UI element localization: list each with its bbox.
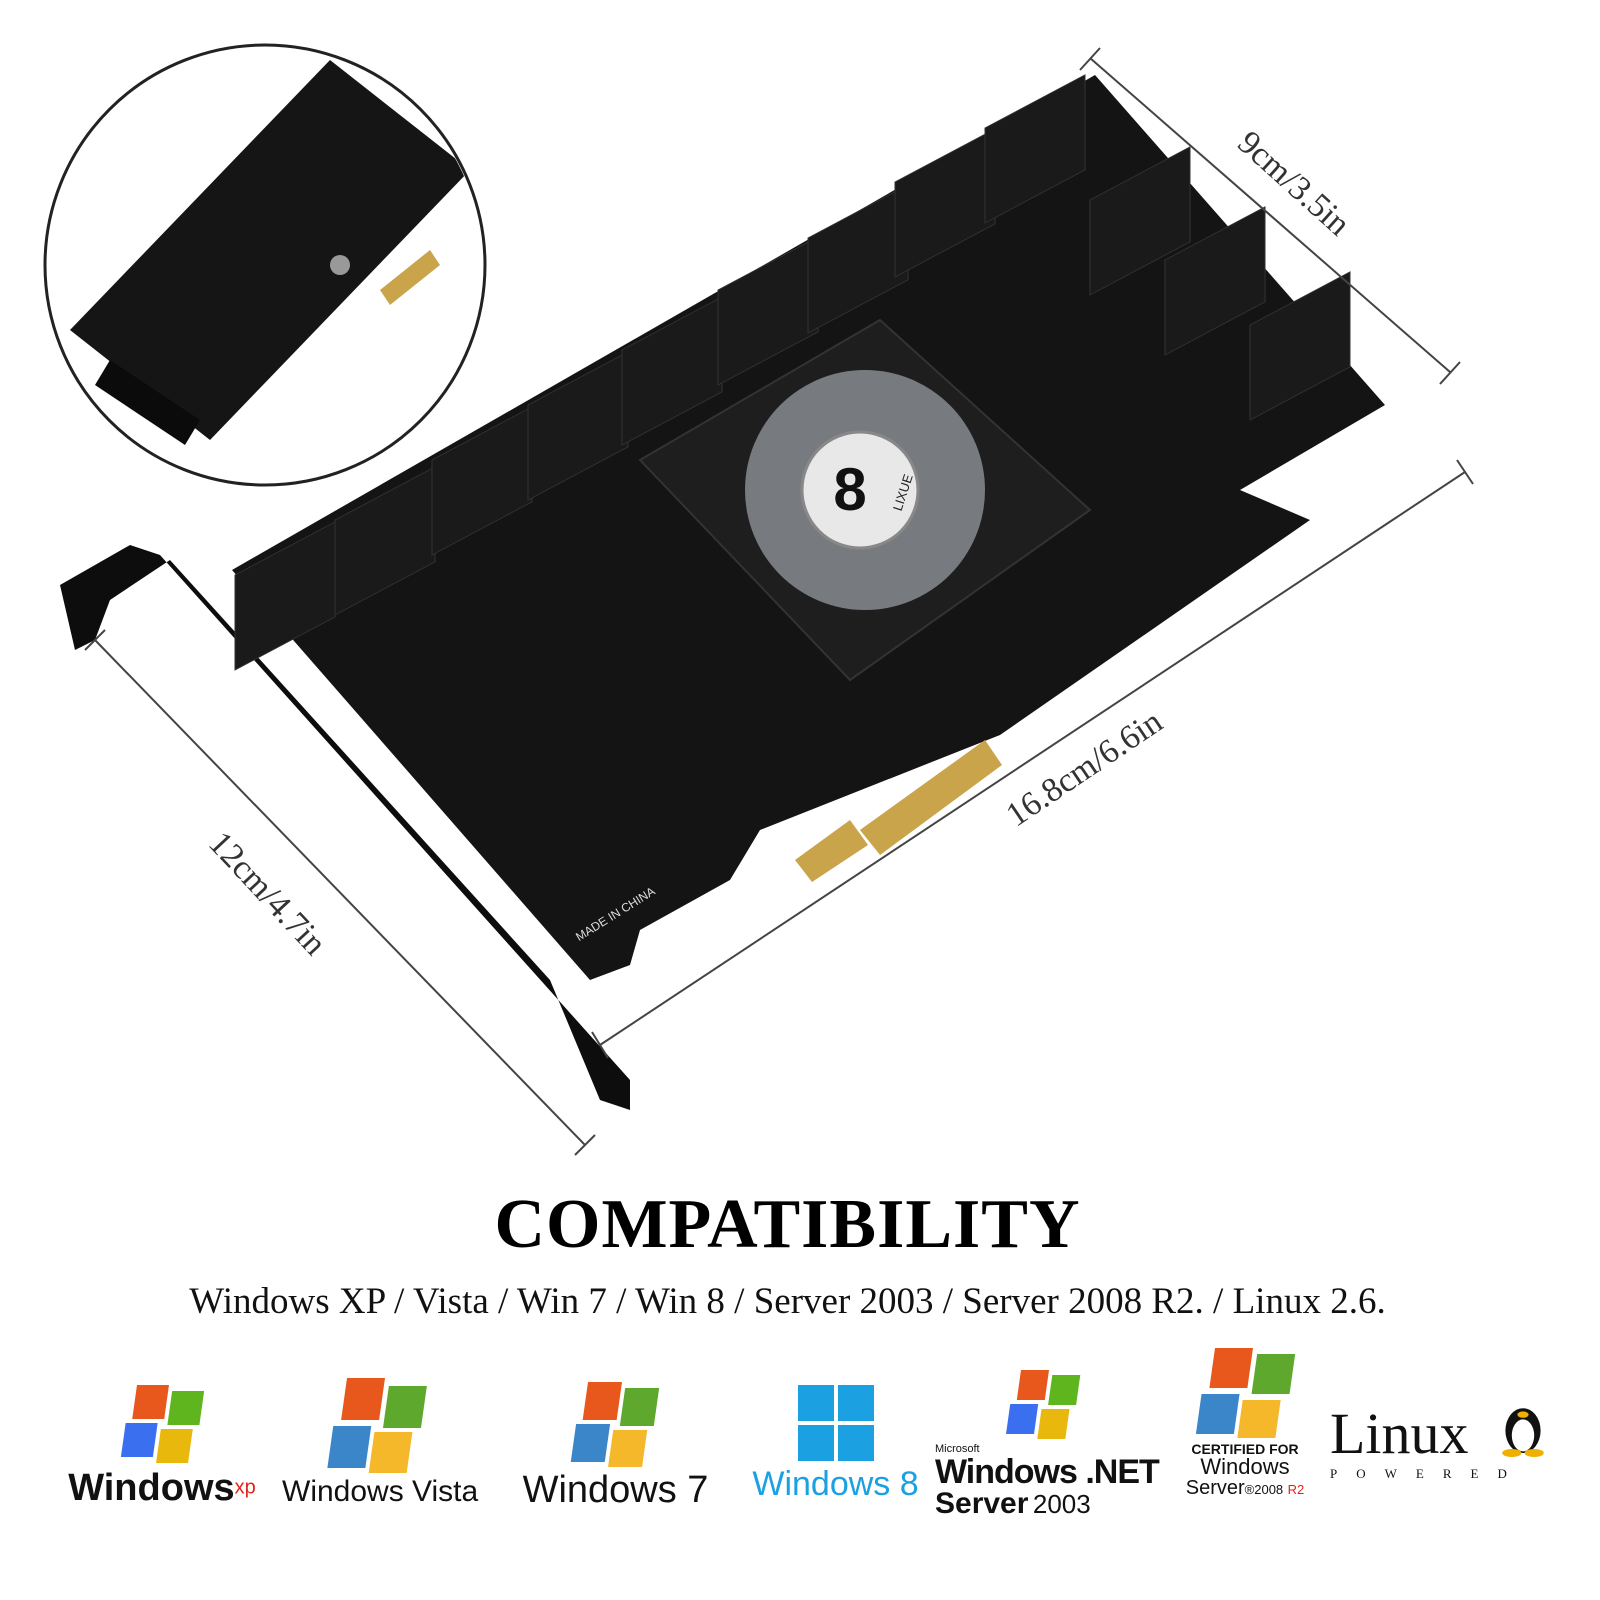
tux-penguin-icon (1502, 1408, 1544, 1457)
windows-8-text: Windows 8 (752, 1465, 919, 1503)
gold-finger-connector (860, 740, 1002, 855)
windows-server-2008-flag-icon (1195, 1348, 1296, 1438)
logo-windows-vista: Windows Vista (282, 1378, 478, 1507)
dimension-lines (84, 47, 1474, 1156)
sata-connector[interactable] (1089, 146, 1191, 296)
compatibility-title: COMPATIBILITY (494, 1186, 1081, 1263)
powered-text: POWERED (1330, 1466, 1526, 1481)
logo-windows-server-2008-r2: CERTIFIED FOR Windows Server®2008 R2 (1170, 1348, 1320, 1498)
windows-xp-flag-icon (120, 1385, 205, 1463)
logo-windows-server-2003: Microsoft Windows .NET Server 2003 (935, 1370, 1160, 1520)
windows-text: Windows (1200, 1454, 1290, 1479)
sata-connector[interactable] (984, 74, 1086, 224)
certified-for-text: CERTIFIED FOR (1191, 1441, 1299, 1457)
microsoft-text: Microsoft (935, 1443, 980, 1455)
windows-net-text: Windows .NET (935, 1453, 1160, 1491)
product-illustration: 8 (43, 43, 1474, 1156)
windows-vista-text: Windows Vista (282, 1475, 479, 1508)
linux-text: Linux (1330, 1401, 1469, 1466)
windows-xp-suffix: xp (234, 1476, 256, 1499)
windows-xp-text: Windows (68, 1467, 235, 1509)
server-text: Server (1185, 1477, 1245, 1499)
windows-7-flag-icon (570, 1382, 659, 1467)
inset-back-view (43, 43, 487, 487)
compatibility-subtitle: Windows XP / Vista / Win 7 / Win 8 / Ser… (189, 1281, 1386, 1322)
sata-connector[interactable] (1249, 271, 1351, 421)
sata-connector[interactable] (1164, 206, 1266, 356)
server-text: Server (935, 1487, 1029, 1520)
windows-vista-flag-icon (327, 1378, 427, 1473)
logo-windows-7: Windows 7 (518, 1382, 713, 1509)
logo-windows-xp: Windowsxp (62, 1385, 262, 1507)
logo-windows-8: Windows 8 (748, 1383, 923, 1501)
server-year-text: 2003 (1032, 1489, 1091, 1519)
sata-ports (234, 74, 1351, 671)
svg-text:8: 8 (833, 456, 866, 523)
server-year-text: ®2008 (1244, 1482, 1284, 1497)
windows-7-text: Windows 7 (522, 1469, 709, 1511)
r2-text: R2 (1287, 1482, 1305, 1497)
logo-linux-powered: Linux POWERED (1330, 1405, 1555, 1480)
windows-8-logo-icon (798, 1385, 874, 1461)
windows-server-2003-flag-icon (1005, 1370, 1080, 1439)
